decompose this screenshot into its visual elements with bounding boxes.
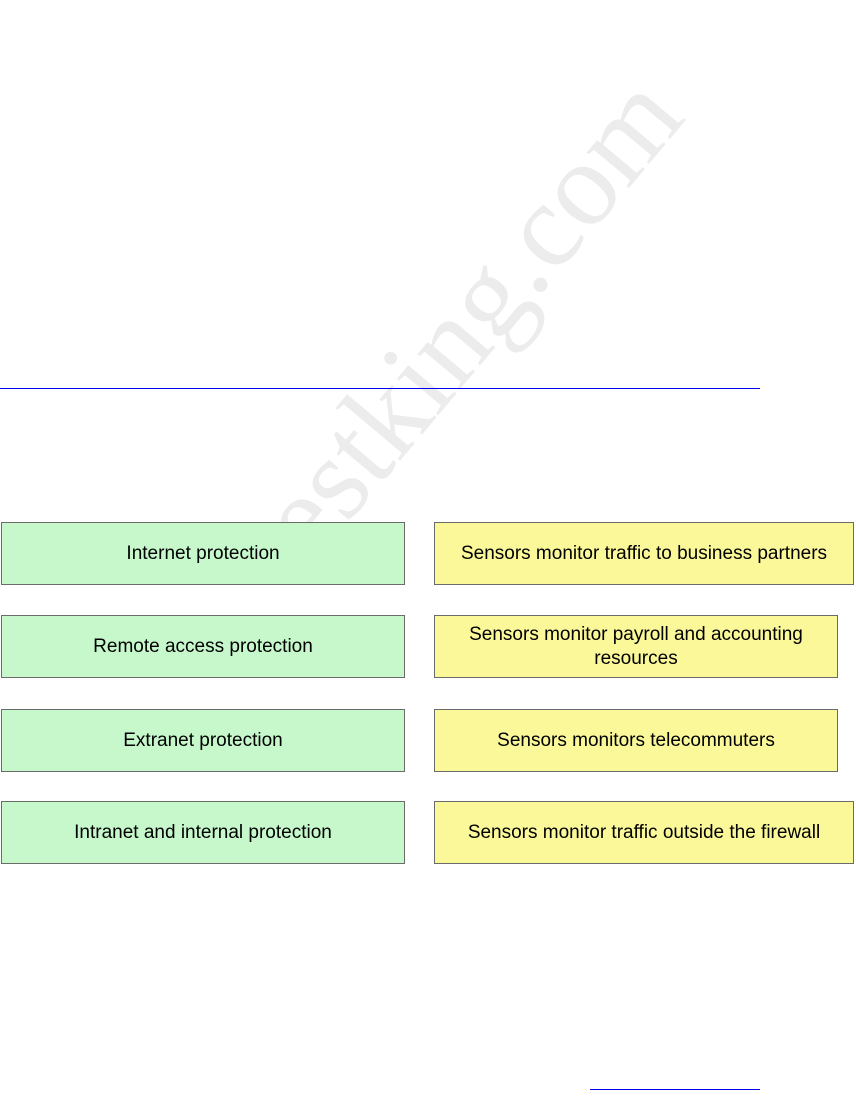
sensor-item-telecommuters[interactable]: Sensors monitors telecommuters bbox=[434, 709, 838, 772]
sensor-item-business-partners[interactable]: Sensors monitor traffic to business part… bbox=[434, 522, 854, 585]
protection-item-intranet[interactable]: Intranet and internal protection bbox=[1, 801, 405, 864]
hyperlink-underline-bottom[interactable] bbox=[590, 1089, 760, 1090]
protection-item-internet[interactable]: Internet protection bbox=[1, 522, 405, 585]
protection-item-extranet[interactable]: Extranet protection bbox=[1, 709, 405, 772]
hyperlink-underline[interactable] bbox=[0, 388, 760, 389]
protection-item-remote-access[interactable]: Remote access protection bbox=[1, 615, 405, 678]
sensor-item-payroll[interactable]: Sensors monitor payroll and accounting r… bbox=[434, 615, 838, 678]
sensor-item-outside-firewall[interactable]: Sensors monitor traffic outside the fire… bbox=[434, 801, 854, 864]
